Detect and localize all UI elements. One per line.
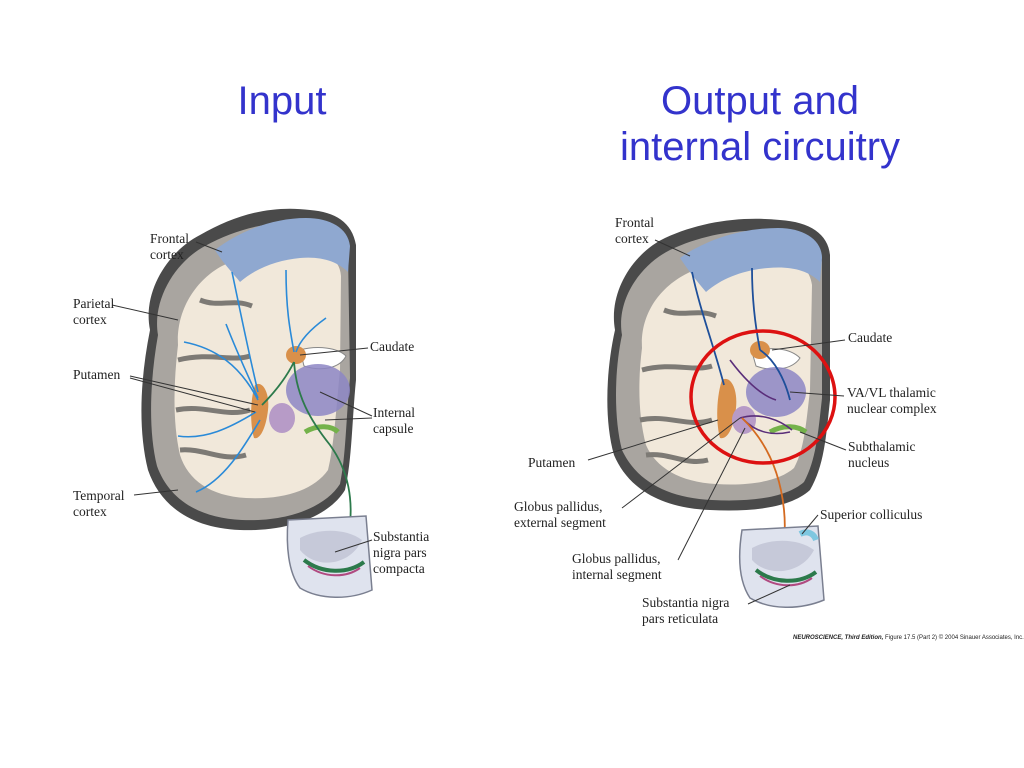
label-text: cortex: [73, 312, 107, 327]
label-subthalamic-nucleus: Subthalamic nucleus: [848, 439, 916, 471]
figure-credit: NEUROSCIENCE, Third Edition, Figure 17.5…: [793, 635, 1024, 641]
label-text: cortex: [615, 231, 649, 246]
left-gyral-folds: [175, 297, 253, 460]
credit-figure: Figure 17.5 (Part 2): [883, 635, 938, 641]
label-text: Substantia nigra: [642, 595, 730, 610]
label-text: Frontal: [150, 231, 189, 246]
left-thalamus: [286, 364, 350, 416]
label-text: VA/VL thalamic: [847, 385, 936, 400]
title-input: Input: [237, 79, 327, 123]
label-internal-capsule: Internal capsule: [373, 405, 415, 437]
left-white-matter: [174, 248, 341, 499]
label-parietal-cortex: Parietal cortex: [73, 296, 114, 328]
title-output-internal-circuitry: Output and internal circuitry: [560, 78, 960, 170]
label-text: nigra pars: [373, 545, 427, 560]
label-text: Globus pallidus,: [514, 499, 603, 514]
highlight-circle: [689, 329, 837, 465]
title-output-line-2: internal circuitry: [619, 125, 901, 169]
label-text: Internal: [373, 405, 415, 420]
label-superior-colliculus: Superior colliculus: [820, 507, 923, 522]
credit-copyright: © 2004 Sinauer Associates, Inc.: [937, 635, 1024, 641]
label-text: pars reticulata: [642, 611, 719, 626]
label-temporal-cortex: Temporal cortex: [73, 488, 125, 520]
label-text: Globus pallidus,: [572, 551, 661, 566]
right-putamen-nucleus: [717, 378, 737, 439]
label-text: cortex: [73, 504, 107, 519]
label-text: Frontal: [615, 215, 654, 230]
right-frontal-cortex-region: [680, 228, 822, 292]
label-substantia-nigra-pars-reticulata: Substantia nigra pars reticulata: [642, 595, 729, 627]
right-brain-section: [607, 218, 830, 551]
label-text: internal segment: [572, 567, 662, 582]
label-substantia-nigra-pars-compacta: Substantia nigra pars compacta: [373, 529, 429, 577]
label-va-vl-thalamic-nuclear-complex: VA/VL thalamic nuclear complex: [847, 385, 937, 417]
label-text: cortex: [150, 247, 184, 262]
label-frontal-cortex-right: Frontal cortex: [615, 215, 654, 247]
label-text: compacta: [373, 561, 425, 576]
label-text: nuclear complex: [847, 401, 937, 416]
left-brain-section: [141, 208, 356, 541]
left-caudate-nucleus: [286, 346, 306, 364]
label-text: capsule: [373, 421, 414, 436]
label-putamen-right: Putamen: [528, 455, 576, 470]
right-gyral-folds: [639, 307, 717, 464]
right-leader-lines: [587, 239, 847, 605]
label-caudate-right: Caudate: [848, 330, 893, 345]
right-midbrain-inset: [738, 525, 825, 608]
label-text: Substantia: [373, 529, 430, 544]
left-cortical-input-pathways: [177, 269, 327, 493]
left-putamen-nucleus: [251, 383, 269, 439]
left-frontal-cortex-region: [215, 218, 350, 282]
left-midbrain-inset: [286, 515, 373, 598]
label-caudate-left: Caudate: [370, 339, 415, 354]
right-subthalamic-band: [768, 424, 808, 435]
title-output-line-1: Output and: [661, 79, 859, 123]
label-globus-pallidus-internal: Globus pallidus, internal segment: [572, 551, 662, 583]
credit-book: NEUROSCIENCE, Third Edition,: [793, 635, 884, 641]
right-cortical-pathways: [691, 267, 791, 401]
label-globus-pallidus-external: Globus pallidus, external segment: [514, 499, 606, 531]
label-text: nucleus: [848, 455, 890, 470]
label-putamen-left: Putamen: [73, 367, 121, 382]
right-thalamus: [746, 367, 806, 417]
label-text: external segment: [514, 515, 606, 530]
left-nigrostriatal-pathway: [261, 361, 352, 541]
left-globus-pallidus: [269, 403, 295, 433]
label-frontal-cortex-left: Frontal cortex: [150, 231, 189, 263]
label-text: Temporal: [73, 488, 125, 503]
left-leader-lines: [111, 241, 373, 553]
label-text: Parietal: [73, 296, 115, 311]
label-text: Subthalamic: [848, 439, 916, 454]
left-substantia-nigra-band: [303, 424, 340, 435]
